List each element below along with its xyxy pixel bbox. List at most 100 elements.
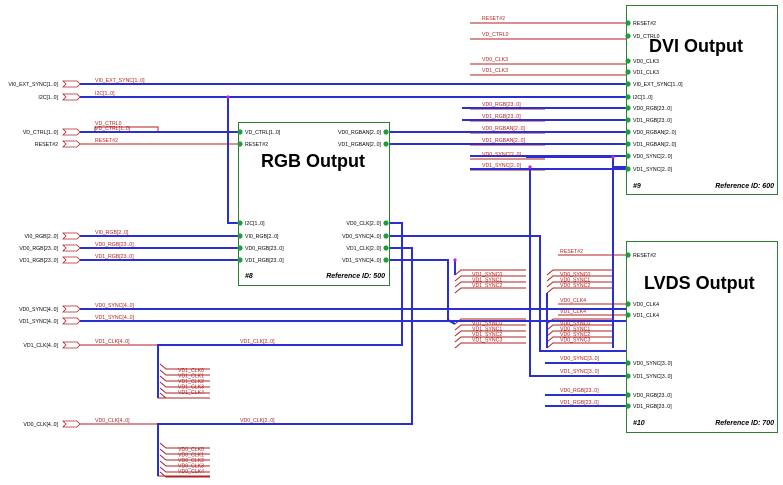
rgb-pin-label: VD0_RGBAN[2..0] [338, 130, 382, 136]
wire-line [159, 369, 210, 376]
rgb-pin-label: VD_CTRL[1..0] [245, 130, 281, 136]
lvds-output-number: #10 [633, 420, 645, 427]
net-label: VD0_CLK4 [560, 298, 586, 304]
dvi-pin-icon [625, 141, 631, 147]
wire-line [454, 287, 526, 294]
net-label: VD0_SYNC2 [560, 283, 590, 289]
wire-line [546, 318, 612, 325]
rgb-output-block[interactable]: RGB Output #8 Reference ID: 500 [238, 122, 390, 286]
bus-line [529, 167, 626, 377]
net-label: VD1_RGBAN[2..0] [482, 138, 526, 144]
wire-line [454, 330, 526, 337]
net-label: VD0_CLK0 [178, 447, 204, 453]
dvi-pin-icon [625, 94, 631, 100]
wire-line [546, 281, 612, 288]
dvi-pin-icon [625, 117, 631, 123]
dvi-pin-label: VI0_EXT_SYNC[1..0] [633, 82, 683, 88]
net-label: RESET#2 [560, 249, 583, 255]
wire-line [159, 471, 210, 478]
rgb-pin-label: VI0_RGB[2..0] [245, 234, 279, 240]
input-port-label: RESET#2 [35, 142, 58, 148]
net-label: VD1_CLK[2..0] [240, 339, 275, 345]
net-label: VD1_RGB[23..0] [95, 254, 134, 260]
wire-line [159, 466, 210, 473]
rgb-pin-icon [383, 129, 389, 135]
dvi-pin-icon [625, 69, 631, 75]
dvi-pin-label: VD0_RGBAN[2..0] [633, 130, 677, 136]
net-label: VD0_CLK4 [178, 469, 204, 475]
dvi-pin-icon [625, 81, 631, 87]
net-label: VD1_CLK4 [178, 390, 204, 396]
rgb-pin-icon [383, 257, 389, 263]
dvi-pin-label: VD1_RGB[23..0] [633, 118, 672, 124]
net-label: VD1_SYNC[4..0] [95, 315, 134, 321]
input-connector-icon [62, 140, 81, 148]
dvi-output-number: #9 [633, 183, 641, 190]
rgb-output-number: #8 [245, 273, 253, 280]
net-label: VD0_CLK1 [178, 453, 204, 459]
net-label: VI0_EXT_SYNC[1..0] [95, 78, 145, 84]
junction-dot [453, 258, 457, 262]
net-label: VD0_RGB[23..0] [560, 388, 599, 394]
wire-line [546, 330, 612, 337]
net-label: VD0_SYNC[2..0] [482, 152, 521, 158]
net-label: VD0_RGB[23..0] [482, 102, 521, 108]
net-label: VD1_CLK[4..0] [95, 339, 130, 345]
wire-line [159, 392, 210, 399]
net-label: VD1_SYNC0 [472, 321, 502, 327]
net-label: VD1_CLK1 [178, 374, 204, 380]
dvi-pin-icon [625, 33, 631, 39]
dvi-pin-label: RESET#2 [633, 21, 656, 27]
rgb-pin-icon [237, 220, 243, 226]
net-label: VD_CTRL0 [482, 32, 509, 38]
wire-line [159, 448, 210, 455]
bus-line [157, 247, 413, 476]
wire-line [159, 381, 210, 388]
net-label: RESET#2 [95, 138, 118, 144]
wire-line [546, 275, 612, 282]
net-label: I2C[1..0] [95, 91, 115, 97]
rgb-pin-icon [383, 141, 389, 147]
rgb-pin-label: I2C[1..0] [245, 221, 265, 227]
rgb-pin-label: VD1_SYNC[4..0] [342, 258, 381, 264]
lvds-output-block[interactable]: LVDS Output #10 Reference ID: 700 [626, 241, 778, 433]
lvds-pin-icon [625, 252, 631, 258]
dvi-pin-label: VD0_SYNC[2..0] [633, 154, 672, 160]
junction-dot [611, 155, 615, 159]
net-label: VD0_SYNC3 [560, 338, 590, 344]
lvds-pin-label: VD0_CLK4 [633, 302, 659, 308]
dvi-output-block[interactable]: DVI Output #9 Reference ID: 600 [626, 5, 778, 195]
input-port-label: VD0_CLK[4..0] [23, 422, 58, 428]
input-connector-icon [62, 341, 81, 349]
wire-line [546, 287, 612, 294]
rgb-pin-label: VD1_RGBAN[2..0] [338, 142, 382, 148]
net-label: VD1_SYNC[3..0] [560, 369, 599, 375]
net-label: VD1_SYNC1 [472, 278, 502, 284]
net-label: VD1_RGB[23..0] [482, 114, 521, 120]
input-port-label: I2C[1..0] [38, 95, 58, 101]
net-label: VD1_CLK0 [178, 368, 204, 374]
lvds-pin-label: VD1_SYNC[3..0] [633, 374, 672, 380]
net-label: VD0_SYNC1 [560, 327, 590, 333]
input-connector-icon [62, 93, 81, 101]
dvi-pin-icon [625, 105, 631, 111]
input-connector-icon [62, 232, 81, 240]
net-label: VD1_SYNC2 [472, 283, 502, 289]
rgb-pin-icon [237, 141, 243, 147]
rgb-pin-label: RESET#2 [245, 142, 268, 148]
input-connector-icon [62, 256, 81, 264]
wire-line [159, 460, 210, 467]
junction-dot [226, 95, 230, 99]
net-label: VD0_CLK3 [178, 464, 204, 470]
dvi-pin-label: VD1_CLK3 [633, 70, 659, 76]
rgb-output-title: RGB Output [261, 151, 365, 171]
lvds-pin-label: RESET#2 [633, 253, 656, 259]
input-port-label: VD0_RGB[23..0] [19, 246, 58, 252]
lvds-output-title: LVDS Output [644, 273, 755, 293]
input-connector-icon [62, 128, 81, 136]
rgb-pin-icon [237, 257, 243, 263]
net-label: VD0_SYNC0 [560, 321, 590, 327]
input-port-label: VI0_EXT_SYNC[1..0] [8, 82, 58, 88]
net-label: VD1_CLK3 [178, 385, 204, 391]
